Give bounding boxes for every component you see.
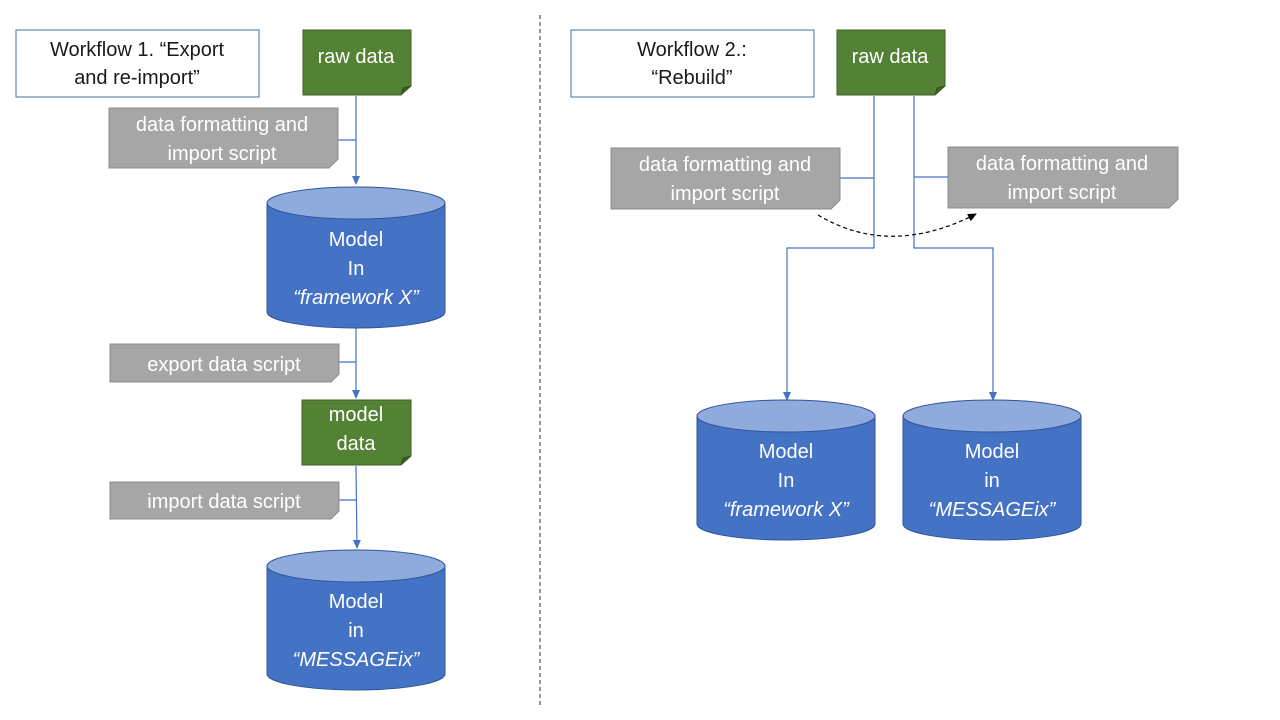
- w2-formatting-right-line2: import script: [1008, 182, 1117, 204]
- w2-connector-to-framework: [783, 96, 875, 401]
- workflow1-title-line1: Workflow 1. “Export: [50, 39, 225, 61]
- w2-messageix-line1: Model: [965, 441, 1019, 463]
- w1-messageix-line2: in: [348, 620, 364, 642]
- w1-connector-data-to-messageix: [352, 465, 361, 549]
- w2-formatting-right-line1: data formatting and: [976, 153, 1148, 175]
- w2-framework-line1: Model: [759, 441, 813, 463]
- w2-framework-line2: In: [778, 470, 795, 492]
- workflow1-title-box: Workflow 1. “Export and re-import”: [15, 29, 260, 98]
- w1-export-script-node: export data script: [109, 343, 340, 383]
- w1-raw-data-node: raw data: [302, 29, 412, 96]
- w1-model-data-line1: model: [329, 404, 383, 426]
- w2-formatting-script-left-node: data formatting and import script: [610, 147, 841, 210]
- w1-export-script-label: export data script: [147, 354, 301, 376]
- w2-model-framework-cylinder: Model In “framework X”: [696, 399, 876, 541]
- w2-model-messageix-cylinder: Model in “MESSAGEix”: [902, 399, 1082, 541]
- w1-formatting-line2: import script: [168, 143, 277, 165]
- w2-formatting-left-line1: data formatting and: [639, 154, 811, 176]
- w1-model-data-node: model data: [301, 399, 412, 466]
- w1-formatting-script-node: data formatting and import script: [108, 107, 339, 169]
- w1-messageix-line1: Model: [329, 591, 383, 613]
- workflow2-title-line2: “Rebuild”: [651, 67, 732, 89]
- w1-framework-line2: In: [348, 258, 365, 280]
- w2-connector-to-messageix: [913, 96, 997, 401]
- w2-formatting-script-right-node: data formatting and import script: [947, 146, 1179, 209]
- w1-messageix-line3: “MESSAGEix”: [293, 649, 421, 671]
- w1-framework-line1: Model: [329, 229, 383, 251]
- w2-reuse-dashed-arrow: [817, 213, 977, 237]
- w1-model-framework-cylinder: Model In “framework X”: [266, 186, 446, 329]
- w2-framework-line3: “framework X”: [723, 499, 850, 521]
- w1-model-messageix-cylinder: Model in “MESSAGEix”: [266, 549, 446, 691]
- w1-import-script-node: import data script: [109, 481, 340, 520]
- w1-model-data-line2: data: [337, 433, 377, 455]
- workflow1-title-line2: and re-import”: [74, 67, 200, 89]
- w1-formatting-line1: data formatting and: [136, 114, 308, 136]
- w2-formatting-left-line2: import script: [671, 183, 780, 205]
- w2-messageix-line2: in: [984, 470, 1000, 492]
- w1-framework-line3: “framework X”: [293, 287, 420, 309]
- w1-import-script-label: import data script: [147, 491, 301, 513]
- w2-raw-data-label: raw data: [852, 46, 930, 68]
- workflow2-title-box: Workflow 2.: “Rebuild”: [570, 29, 815, 98]
- w2-raw-data-node: raw data: [836, 29, 946, 96]
- w1-raw-data-label: raw data: [318, 46, 396, 68]
- w2-messageix-line3: “MESSAGEix”: [929, 499, 1057, 521]
- workflow2-title-line1: Workflow 2.:: [637, 39, 747, 61]
